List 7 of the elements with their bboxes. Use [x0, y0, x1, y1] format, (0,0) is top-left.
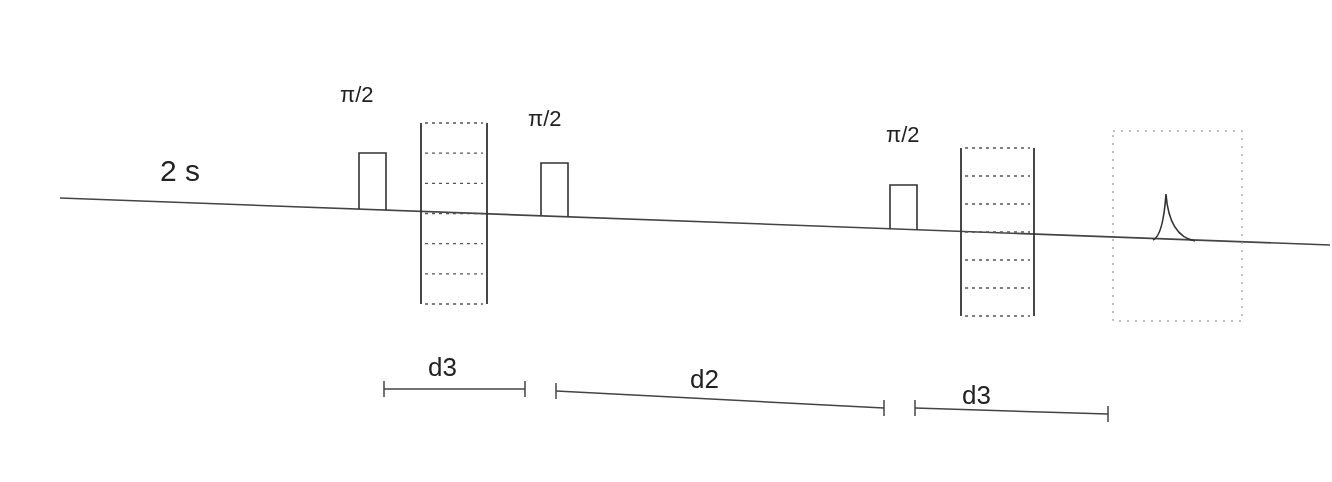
duration-label: 2 s	[160, 156, 201, 186]
delay-label: d3	[428, 354, 457, 380]
delay-label: d3	[962, 382, 991, 408]
pulse-angle-label: π/2	[886, 124, 920, 146]
pulse-angle-label: π/2	[528, 108, 562, 130]
delay-label: d2	[690, 366, 719, 392]
pulse-angle-label: π/2	[340, 84, 374, 106]
